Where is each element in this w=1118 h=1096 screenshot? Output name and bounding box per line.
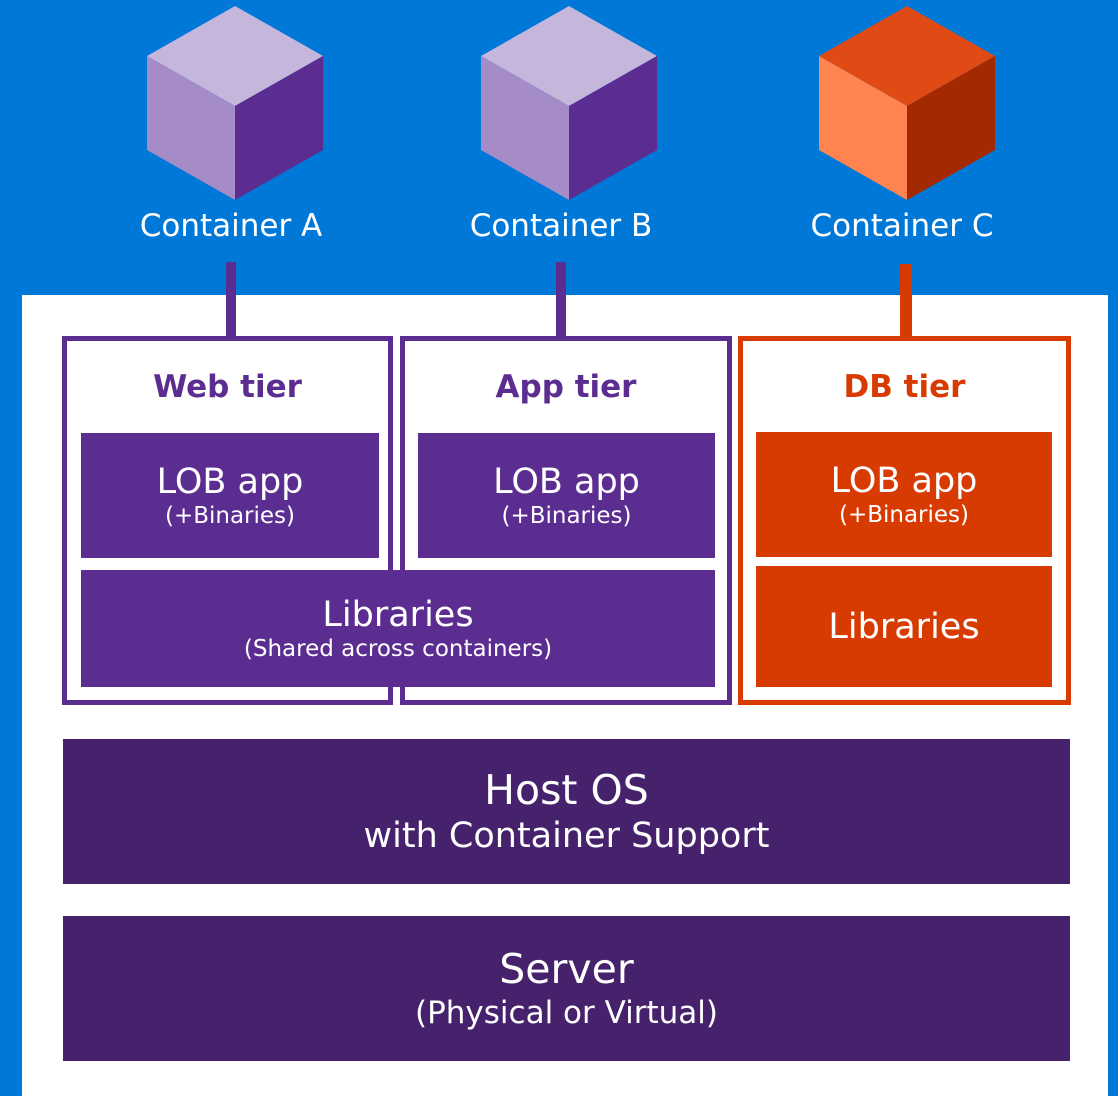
container-c-cube-icon [819,6,995,200]
app-tier-box [400,336,732,705]
db-libraries-title: Libraries [828,606,980,647]
shared-libraries-block: Libraries (Shared across containers) [81,570,715,687]
container-a-cube-icon [147,6,323,200]
web-lob-app-binaries: (+Binaries) [164,502,296,529]
container-b-connector [556,262,566,340]
app-lob-app-binaries: (+Binaries) [501,502,632,529]
web-lob-app-block: LOB app (+Binaries) [81,433,379,558]
app-lob-app-block: LOB app (+Binaries) [418,433,715,558]
container-a-label: Container A [139,208,323,244]
web-tier-box [62,336,393,705]
shared-libraries-subtitle: (Shared across containers) [243,635,553,662]
app-lob-app-title: LOB app [493,461,640,502]
web-tier-title: Web tier [153,369,302,405]
container-a-connector [226,262,236,340]
host-os-block: Host OS with Container Support [63,739,1070,884]
server-block: Server (Physical or Virtual) [63,916,1070,1061]
db-lob-app-title: LOB app [830,460,978,501]
container-b-cube-icon [481,6,657,200]
container-c-label: Container C [810,208,994,244]
db-tier-box [738,336,1071,705]
container-c-connector [900,264,912,340]
server-title: Server [499,944,634,993]
db-tier-title: DB tier [843,369,966,405]
web-lob-app-title: LOB app [156,461,304,502]
container-b-label: Container B [469,208,653,244]
db-lob-app-block: LOB app (+Binaries) [756,432,1052,557]
app-tier-title: App tier [495,369,637,405]
host-os-title: Host OS [484,765,649,814]
db-lob-app-binaries: (+Binaries) [838,501,970,528]
shared-libraries-title: Libraries [322,594,474,635]
db-libraries-block: Libraries [756,566,1052,687]
host-os-subtitle: with Container Support [363,815,770,856]
server-subtitle: (Physical or Virtual) [414,994,718,1031]
